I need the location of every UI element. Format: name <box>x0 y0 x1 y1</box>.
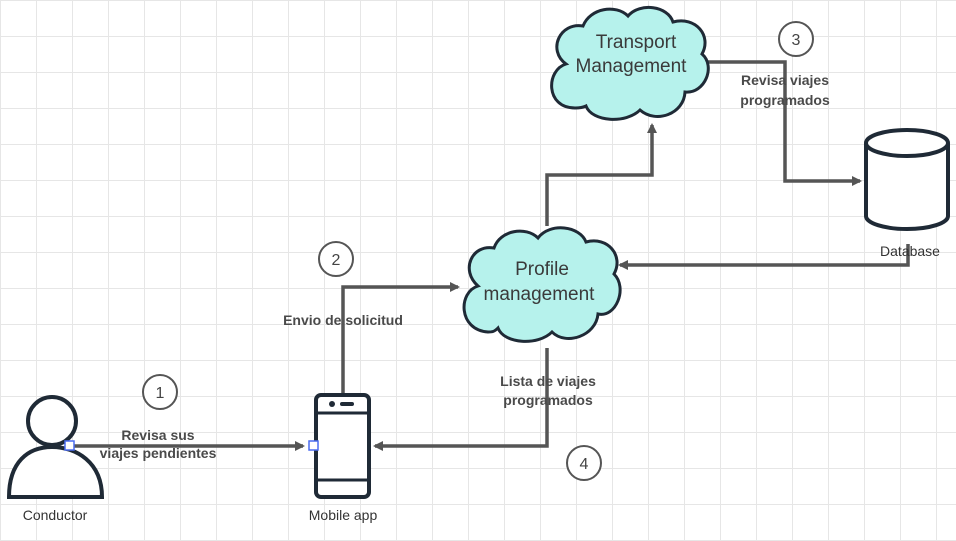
mobile-app-label: Mobile app <box>309 507 378 523</box>
mobile-phone-icon <box>308 393 371 499</box>
edge1-label-line1: Revisa sus <box>121 427 194 443</box>
transport-management-cloud: Transport Management <box>550 6 710 121</box>
edge-mobile-to-profile <box>341 282 460 394</box>
conductor-label: Conductor <box>23 507 88 523</box>
transport-label-line1: Transport <box>596 32 677 53</box>
profile-label-line1: Profile <box>515 259 569 280</box>
transport-label-line2: Management <box>576 56 688 77</box>
edge2-label: Envio de solicitud <box>283 312 403 328</box>
database-label: Database <box>880 243 940 259</box>
step-2-number: 2 <box>332 252 341 269</box>
step-4-number: 4 <box>580 456 589 473</box>
edge3-label-line2: programados <box>740 92 830 108</box>
step-3-badge: 3 <box>778 21 814 57</box>
edge-database-to-profile <box>618 244 910 270</box>
edge-profile-to-transport <box>545 123 657 226</box>
profile-label-line2: management <box>484 284 596 305</box>
step-1-badge: 1 <box>142 374 178 410</box>
profile-management-cloud: Profile management <box>462 226 622 343</box>
edge4-label-line2: programados <box>503 392 593 408</box>
database-icon <box>864 128 950 231</box>
step-4-badge: 4 <box>566 445 602 481</box>
edge-transport-to-database <box>708 60 862 186</box>
step-2-badge: 2 <box>318 241 354 277</box>
edge-profile-to-mobile <box>373 348 549 451</box>
person-icon <box>6 395 105 499</box>
step-1-number: 1 <box>156 385 165 402</box>
edge3-label-line1: Revisa viajes <box>741 72 829 88</box>
edge1-label-line2: viajes pendientes <box>100 445 217 461</box>
step-3-number: 3 <box>792 32 801 49</box>
edge4-label-line1: Lista de viajes <box>500 373 596 389</box>
